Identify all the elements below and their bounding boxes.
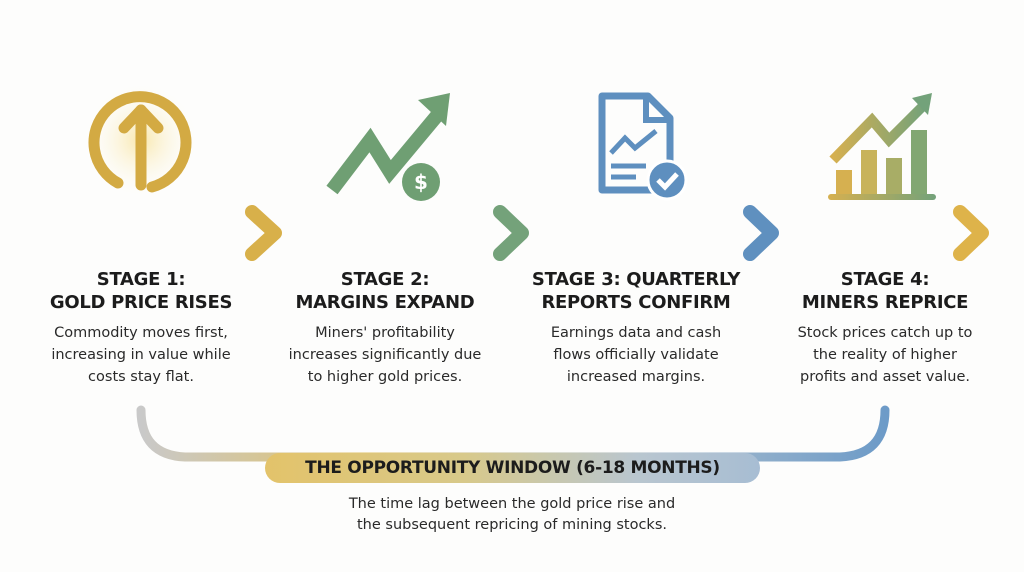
circle-up-arrow-icon [81,80,201,200]
opportunity-window-bracket [136,405,890,462]
opportunity-window-title: THE OPPORTUNITY WINDOW (6-18 MONTHS) [265,453,760,483]
stage-2: STAGE 2:MARGINS EXPAND Miners' profitabi… [260,268,510,388]
svg-text:$: $ [414,170,428,194]
bar-chart-growth-icon [828,93,936,200]
stage-title: STAGE 4:MINERS REPRICE [801,269,969,313]
arrow-stage-4 [781,205,989,261]
stage-4: STAGE 4:MINERS REPRICE Stock prices catc… [760,268,1010,388]
arrow-stage-2 [285,205,529,261]
arrow-stage-3 [533,205,779,261]
opportunity-window-description: The time lag between the gold price rise… [348,496,676,533]
report-check-icon [598,92,688,201]
trend-up-dollar-icon: $ [326,93,450,201]
arrow-stage-1 [35,205,282,261]
stage-title: STAGE 1:GOLD PRICE RISES [49,269,233,313]
stage-description: Commodity moves first,increasing in valu… [51,325,231,385]
stage-1: STAGE 1:GOLD PRICE RISES Commodity moves… [16,268,266,388]
stage-title: STAGE 2:MARGINS EXPAND [295,269,475,313]
